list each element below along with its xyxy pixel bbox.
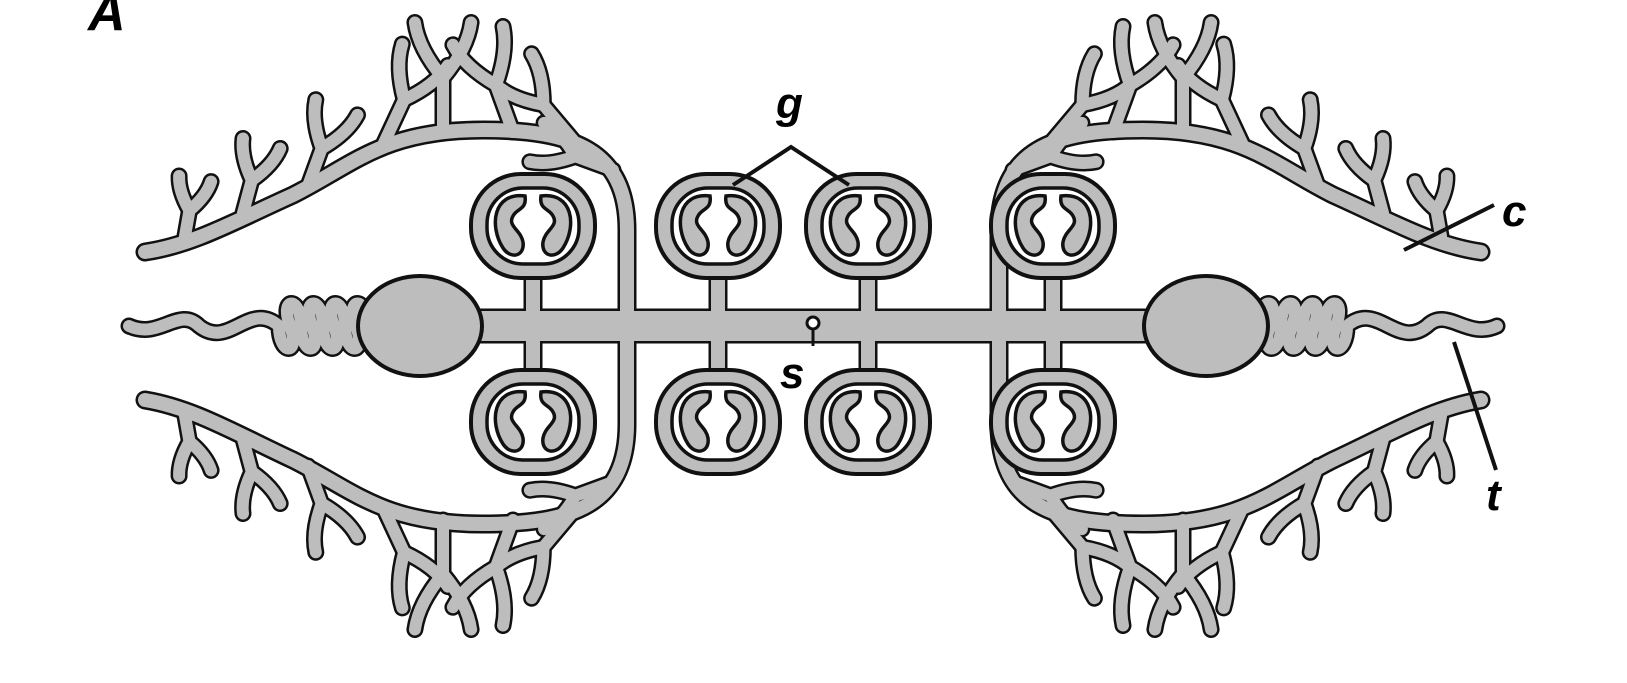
radial-canal xyxy=(1222,552,1227,608)
label-c: c xyxy=(1502,187,1526,236)
annotation-layer: Ag s c t xyxy=(86,0,1526,520)
gonad-upper-2 xyxy=(656,174,780,278)
gonad-upper-1 xyxy=(471,174,595,278)
tentacle-bulb-right xyxy=(1144,276,1268,376)
label-s: s xyxy=(780,349,804,398)
panel-label: A xyxy=(86,0,126,42)
radial-canal xyxy=(530,489,576,496)
radial-canal xyxy=(399,552,404,608)
radial-canal xyxy=(322,115,358,148)
radial-canal xyxy=(1051,489,1097,496)
radial-canal xyxy=(1051,156,1097,163)
radial-canal xyxy=(1304,504,1311,553)
gonad-upper-3 xyxy=(806,174,930,278)
radial-canal xyxy=(252,149,280,181)
radial-canal xyxy=(530,156,576,163)
radial-canal xyxy=(1437,176,1447,210)
radial-canal xyxy=(322,504,358,537)
radial-canal xyxy=(399,44,404,100)
radial-canal xyxy=(1304,100,1311,149)
label-g: g xyxy=(775,79,803,128)
radial-canal xyxy=(1269,115,1305,148)
radial-canal xyxy=(1222,44,1227,100)
tentacle-bulb-left xyxy=(358,276,482,376)
gonad-lower-4 xyxy=(991,370,1115,474)
gonad-upper-4 xyxy=(991,174,1115,278)
radial-canal xyxy=(314,504,321,553)
radial-canal xyxy=(1269,504,1305,537)
gonad-lower-2 xyxy=(656,370,780,474)
radial-canal xyxy=(314,100,321,149)
gonad-lower-1 xyxy=(471,370,595,474)
stomach-marker xyxy=(807,317,819,329)
radial-canal xyxy=(179,442,189,476)
radial-canal xyxy=(1346,472,1374,504)
gonad-lower-3 xyxy=(806,370,930,474)
label-t: t xyxy=(1486,471,1503,520)
